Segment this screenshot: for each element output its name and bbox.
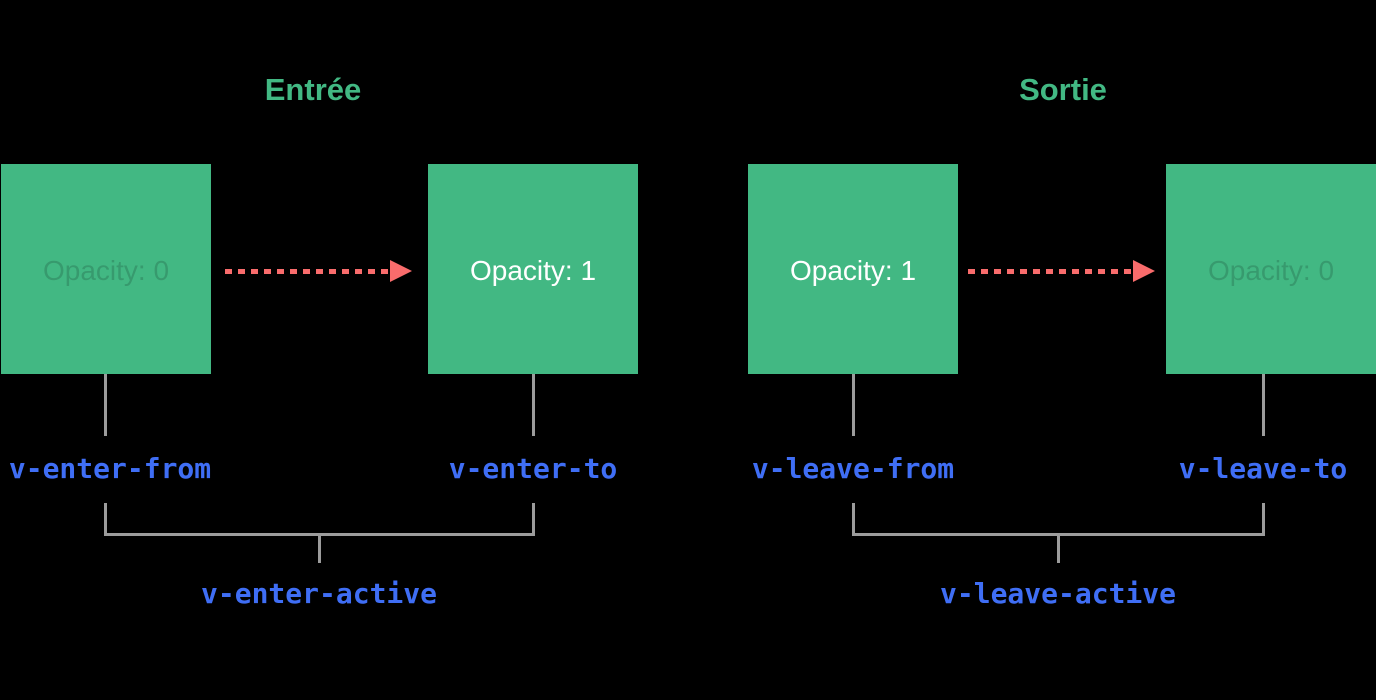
leave-from-class-label: v-leave-from bbox=[751, 452, 955, 485]
enter-active-bracket-stem bbox=[317, 536, 321, 563]
enter-to-box-label: Opacity: 1 bbox=[469, 255, 597, 286]
enter-active-bracket bbox=[103, 503, 535, 536]
leave-to-box: Opacity: 0 bbox=[1166, 164, 1376, 374]
leave-active-class-label: v-leave-active bbox=[939, 577, 1177, 610]
leave-arrow-head bbox=[1133, 260, 1155, 282]
enter-arrow-head bbox=[390, 260, 412, 282]
leave-from-connector-line bbox=[851, 374, 855, 436]
leave-active-bracket bbox=[851, 503, 1265, 536]
leave-active-bracket-stem bbox=[1056, 536, 1060, 563]
enter-active-class-label: v-enter-active bbox=[200, 577, 438, 610]
enter-to-class-label: v-enter-to bbox=[448, 452, 618, 485]
leave-from-box: Opacity: 1 bbox=[748, 164, 958, 374]
leave-to-connector-line bbox=[1261, 374, 1265, 436]
enter-arrow-dashes bbox=[225, 269, 390, 274]
leave-from-box-label: Opacity: 1 bbox=[789, 255, 917, 286]
leave-section-title: Sortie bbox=[1019, 72, 1107, 107]
enter-to-box: Opacity: 1 bbox=[428, 164, 638, 374]
leave-to-box-label: Opacity: 0 bbox=[1207, 255, 1335, 286]
enter-from-class-label: v-enter-from bbox=[8, 452, 212, 485]
enter-section-title: Entrée bbox=[264, 72, 362, 107]
enter-from-box-label: Opacity: 0 bbox=[42, 255, 170, 286]
leave-to-class-label: v-leave-to bbox=[1178, 452, 1348, 485]
enter-from-connector-line bbox=[103, 374, 107, 436]
leave-arrow-dashes bbox=[968, 269, 1133, 274]
enter-from-box: Opacity: 0 bbox=[1, 164, 211, 374]
enter-to-connector-line bbox=[531, 374, 535, 436]
